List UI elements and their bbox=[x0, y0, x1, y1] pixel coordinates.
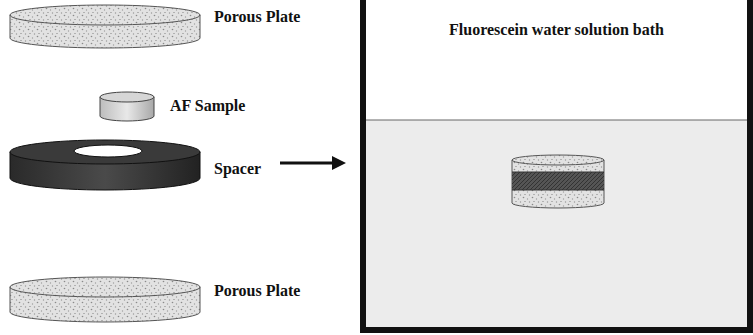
porous-plate bbox=[10, 277, 200, 322]
arrow bbox=[280, 156, 346, 170]
part-label: Porous Plate bbox=[214, 8, 300, 26]
bath-region: Fluorescein water solution bath bbox=[370, 20, 743, 40]
sample-stack bbox=[512, 155, 604, 208]
part-label: Porous Plate bbox=[214, 282, 300, 300]
part-label: Spacer bbox=[214, 160, 261, 178]
spacer bbox=[10, 140, 200, 190]
bath bbox=[360, 0, 753, 333]
porous-plate bbox=[10, 5, 200, 48]
part-label: AF Sample bbox=[170, 97, 245, 115]
af-sample bbox=[100, 92, 154, 121]
bath-label: Fluorescein water solution bath bbox=[370, 20, 743, 40]
